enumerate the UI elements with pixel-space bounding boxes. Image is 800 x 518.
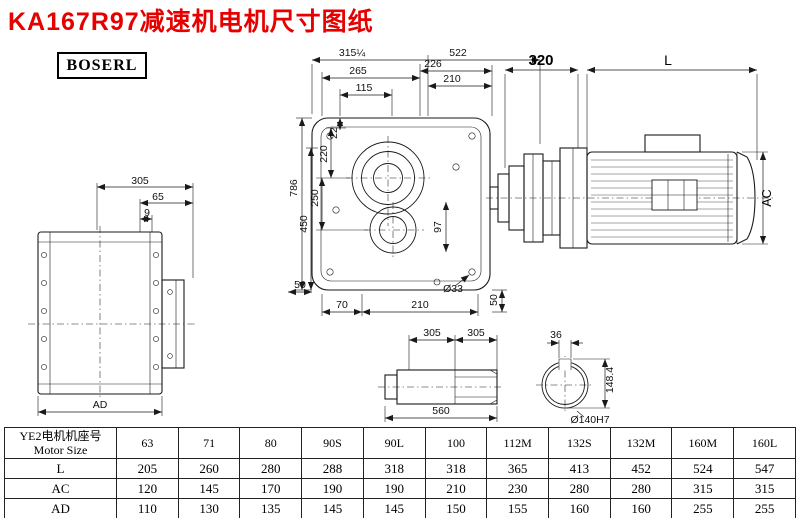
drawing-canvas: 305 65 9 AD [28,47,775,425]
dim-front-97: 97 [432,221,444,233]
dim-side-65: 65 [152,191,164,203]
motor-size-col: 90S [301,427,364,459]
cell-AD: 150 [424,498,488,518]
cell-AD: 155 [486,498,550,518]
dim-front-22: 22 [328,127,340,139]
cell-AD: 160 [548,498,611,518]
cell-AC: 145 [177,478,241,499]
dim-front-265: 265 [349,65,367,77]
cell-AD: 255 [733,498,796,518]
dim-motor-320: 320 [528,52,553,69]
shaft-view: 305 305 560 [378,327,504,422]
row-label-L: L [4,458,117,479]
motor-size-col: 112M [486,427,550,459]
corner-line1: YE2电机机座号 [19,429,102,443]
keyway [558,358,572,370]
side-view: 305 65 9 AD [28,175,196,416]
side-hub [161,279,185,369]
brand-logo: BOSERL [57,52,147,79]
dim-bore-dia: Ø140H7 [570,414,609,425]
motor-size-col: 132S [548,427,611,459]
bore-view: 36 148.4 Ø140H7 [536,329,616,425]
dim-front-210b: 210 [411,299,429,311]
motor-size-table: YE2电机机座号 Motor Size 63 71 80 90S 90L 100… [4,427,796,518]
cell-L: 413 [548,458,611,479]
dim-front-315: 315¼ [339,47,366,59]
cell-AD: 110 [116,498,179,518]
motor-size-col: 100 [424,427,488,459]
table-row-AC: AC 120 145 170 190 190 210 230 280 280 3… [4,478,796,499]
table-row-L: L 205 260 280 288 318 318 365 413 452 52… [4,458,796,479]
cell-AD: 135 [239,498,303,518]
cell-L: 365 [486,458,550,479]
cell-L: 288 [301,458,364,479]
row-label-AC: AC [4,478,117,499]
table-corner-header: YE2电机机座号 Motor Size [4,427,117,459]
cell-L: 547 [733,458,796,479]
dim-front-115: 115 [356,82,373,94]
cell-AD: 145 [301,498,364,518]
motor-size-col: 132M [609,427,673,459]
dim-motor-AC: AC [760,189,774,206]
dim-front-70: 70 [336,299,348,311]
cell-L: 260 [177,458,241,479]
dim-front-50-right: 50 [488,294,500,306]
fan-cover [736,151,756,245]
motor-size-col: 160L [733,427,796,459]
shaft-body [396,369,498,405]
row-label-AD: AD [4,498,117,518]
dim-front-210: 210 [443,73,461,85]
table-row-AD: AD 110 130 135 145 145 150 155 160 160 2… [4,498,796,518]
cell-AC: 120 [116,478,179,499]
table-header-row: YE2电机机座号 Motor Size 63 71 80 90S 90L 100… [4,427,796,459]
dim-bore-36: 36 [550,329,562,341]
cell-L: 318 [362,458,426,479]
dim-side-ad: AD [93,399,108,411]
dim-front-786: 786 [288,179,300,197]
cell-AC: 210 [424,478,488,499]
cell-AD: 145 [362,498,426,518]
dim-front-450: 450 [298,215,310,233]
cell-AC: 280 [548,478,611,499]
dim-front-522: 522 [449,47,467,59]
dim-bore-height: 148.4 [604,367,616,393]
cell-AC: 190 [301,478,364,499]
cell-AC: 190 [362,478,426,499]
cell-L: 205 [116,458,179,479]
cell-L: 524 [671,458,735,479]
cell-AC: 315 [671,478,735,499]
terminal-box [644,134,701,153]
dim-shaft-305-left: 305 [423,327,441,339]
dim-shaft-560: 560 [432,405,450,417]
cell-AD: 160 [609,498,673,518]
cell-AC: 230 [486,478,550,499]
cell-AC: 280 [609,478,673,499]
dim-motor-L: L [664,52,672,68]
dim-front-50-left: 50 [294,279,306,291]
dim-front-226: 226 [424,58,442,70]
cell-AD: 255 [671,498,735,518]
motor-size-col: 160M [671,427,735,459]
motor-size-col: 80 [239,427,303,459]
dim-front-220: 220 [318,145,330,163]
motor-size-col: 90L [362,427,426,459]
motor-size-col: 71 [177,427,241,459]
cell-AC: 170 [239,478,303,499]
front-housing [311,117,491,291]
dim-front-hole: Ø33 [443,283,463,295]
cell-L: 280 [239,458,303,479]
cell-L: 318 [424,458,488,479]
motor-view: 320 L AC [486,52,775,249]
cell-AD: 130 [177,498,241,518]
corner-line2: Motor Size [33,443,88,457]
dim-front-250: 250 [309,189,321,207]
dim-side-9: 9 [144,207,150,219]
dim-side-305: 305 [131,175,149,187]
cell-AC: 315 [733,478,796,499]
page-title: KA167R97减速机电机尺寸图纸 [8,8,374,36]
dim-shaft-305-right: 305 [467,327,485,339]
motor-size-col: 63 [116,427,179,459]
cell-L: 452 [609,458,673,479]
front-view: 315¼ 522 265 226 210 115 786 450 250 220… [288,47,541,316]
